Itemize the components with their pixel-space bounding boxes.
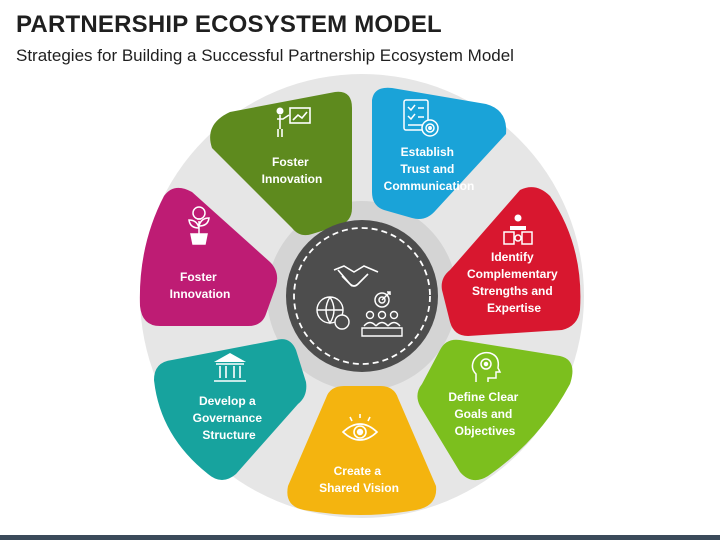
label-line: Trust and	[400, 162, 454, 176]
label-line: Innovation	[262, 172, 323, 186]
segment-label: Foster Innovation	[262, 155, 323, 186]
label-line: Develop a	[199, 394, 256, 408]
segment-label: Define Clear Goals and Objectives	[448, 390, 521, 438]
segment-label: Establish Trust and Communication	[384, 145, 475, 193]
globe-dollar-icon	[316, 296, 350, 330]
segment-label: Develop a Governance Structure	[193, 394, 266, 442]
segment-shape	[372, 87, 507, 219]
segment-identify-strengths[interactable]: Identify Complementary Strengths and Exp…	[441, 187, 581, 336]
target-arrow-icon	[374, 291, 391, 308]
eye-icon	[341, 414, 379, 441]
label-line: Strengths and	[472, 284, 553, 298]
label-line: Foster	[272, 155, 309, 169]
segment-define-goals[interactable]: Define Clear Goals and Objectives	[417, 339, 573, 481]
segment-shape	[139, 187, 278, 326]
segment-governance[interactable]: Develop a Governance Structure	[154, 339, 307, 480]
label-line: Complementary	[467, 267, 558, 281]
puzzle-people-icon	[503, 214, 533, 245]
center-hub	[286, 220, 438, 372]
label-line: Identify	[491, 250, 534, 264]
label-line: Governance	[193, 411, 263, 425]
label-line: Structure	[202, 428, 256, 442]
footer-bar	[0, 535, 720, 540]
label-line: Communication	[384, 179, 475, 193]
segment-shape	[287, 386, 437, 515]
label-line: Shared Vision	[319, 481, 399, 495]
head-gears-icon	[471, 351, 502, 382]
institution-icon	[214, 353, 246, 382]
segment-shape	[210, 91, 352, 236]
segment-shape	[441, 187, 581, 336]
label-line: Innovation	[170, 287, 231, 301]
presenter-chart-icon	[276, 107, 311, 137]
page-title: PARTNERSHIP ECOSYSTEM MODEL	[16, 11, 442, 38]
segment-label: Create a Shared Vision	[319, 464, 399, 495]
label-line: Establish	[401, 145, 454, 159]
label-line: Objectives	[455, 424, 516, 438]
segment-shape	[154, 339, 307, 480]
label-line: Foster	[180, 270, 217, 284]
label-line: Expertise	[487, 301, 541, 315]
label-line: Define Clear	[448, 390, 518, 404]
segment-foster-innovation-top[interactable]: Foster Innovation	[210, 91, 352, 236]
segment-shared-vision[interactable]: Create a Shared Vision	[287, 386, 437, 515]
page-subtitle: Strategies for Building a Successful Par…	[16, 46, 514, 65]
center-dashed-ring	[293, 227, 431, 365]
team-meeting-icon	[361, 310, 403, 337]
label-line: Create a	[334, 464, 382, 478]
segment-shape	[417, 339, 573, 481]
checklist-target-icon	[403, 99, 439, 137]
label-line: Goals and	[454, 407, 512, 421]
segment-establish-trust[interactable]: Establish Trust and Communication	[372, 87, 507, 219]
handshake-icon	[333, 265, 379, 287]
plant-bulb-icon	[188, 206, 210, 245]
segment-label: Identify Complementary Strengths and Exp…	[467, 250, 561, 315]
center-circle	[286, 220, 438, 372]
segment-foster-innovation-left[interactable]: Foster Innovation	[139, 187, 278, 326]
segment-label: Foster Innovation	[170, 270, 231, 301]
